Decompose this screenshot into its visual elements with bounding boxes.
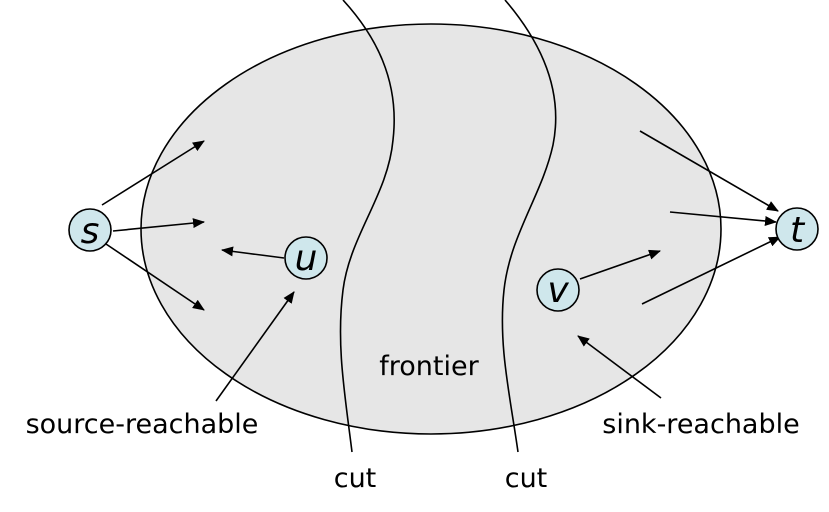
source-reachable-label: source-reachable [26,409,259,440]
edge-u-left [221,246,285,259]
edge-s-middle [112,218,205,232]
frontier-label: frontier [379,351,479,382]
node-u-label: u [295,238,318,279]
cut-right-label: cut [505,463,548,494]
cut-left-label: cut [334,463,377,494]
pointer-source-reachable [215,291,295,402]
edge-s-lower [105,243,205,311]
edge-to-t-upper [639,130,779,212]
node-u: u [284,236,328,280]
node-v-label: v [547,270,569,311]
edge-s-upper [101,140,205,206]
cut-line-left [339,0,395,453]
edge-v-right [579,249,661,280]
node-v: v [536,268,580,312]
cut-line-right [501,0,557,453]
node-s-label: s [81,211,100,252]
pointer-sink-reachable [577,335,662,399]
node-t: t [775,207,819,251]
node-s: s [68,208,112,252]
sink-reachable-label: sink-reachable [602,409,799,440]
node-t-label: t [790,210,806,251]
edge-to-t-lower [641,236,781,305]
edge-to-t-middle [669,211,777,226]
